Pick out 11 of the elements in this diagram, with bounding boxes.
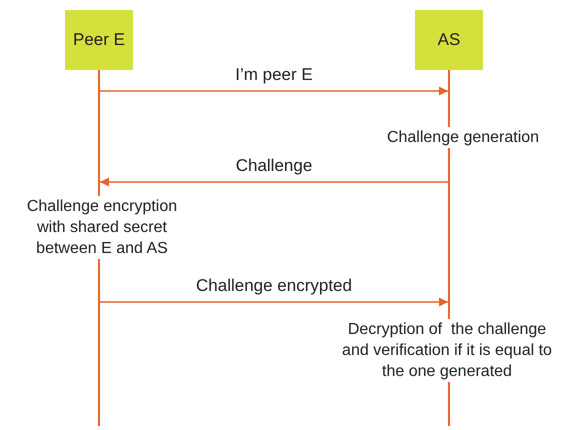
- participant-name: Peer E: [73, 30, 125, 50]
- message-arrow: [100, 86, 448, 96]
- participant-name: AS: [438, 30, 460, 50]
- message-label: I’m peer E: [235, 65, 313, 85]
- message-arrow: [100, 298, 448, 306]
- message-label: Challenge encrypted: [196, 276, 352, 296]
- message-label: Challenge: [236, 156, 312, 176]
- participant-box: [415, 10, 483, 70]
- message-arrow: [100, 178, 448, 186]
- participant-box: [65, 10, 133, 70]
- note-text: Decryption of the challenge and verification if it is equal to the one generated: [340, 319, 554, 382]
